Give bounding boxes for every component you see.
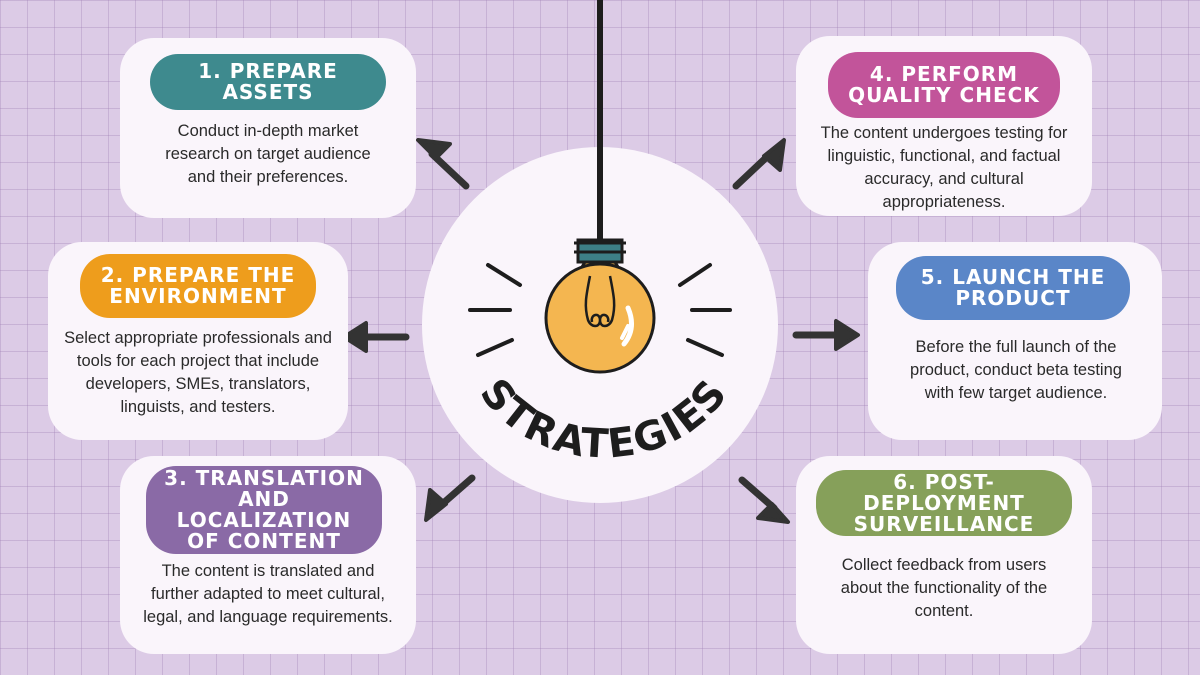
arrow-icon xyxy=(416,138,470,190)
arrow-icon xyxy=(738,476,790,524)
arrow-icon xyxy=(424,474,476,522)
step-heading-1: 1. PREPARE ASSETS xyxy=(150,54,386,110)
bulb-cord xyxy=(597,0,603,240)
bulb-rays xyxy=(468,263,732,357)
step-text-2: Select appropriate professionals and too… xyxy=(64,329,332,416)
arrow-icon xyxy=(342,321,410,353)
step-text-6: Collect feedback from users about the fu… xyxy=(840,556,1048,620)
lightbulb-icon xyxy=(544,238,656,374)
step-text-5: Before the full launch of the product, c… xyxy=(910,338,1122,402)
step-text-3: The content is translated and further ad… xyxy=(143,562,393,626)
arrow-icon xyxy=(792,319,860,351)
arrows xyxy=(342,138,860,524)
arrow-icon xyxy=(732,138,786,190)
step-text-1: Conduct in-depth market research on targ… xyxy=(165,122,371,186)
step-text-4: The content undergoes testing for lingui… xyxy=(820,124,1068,211)
